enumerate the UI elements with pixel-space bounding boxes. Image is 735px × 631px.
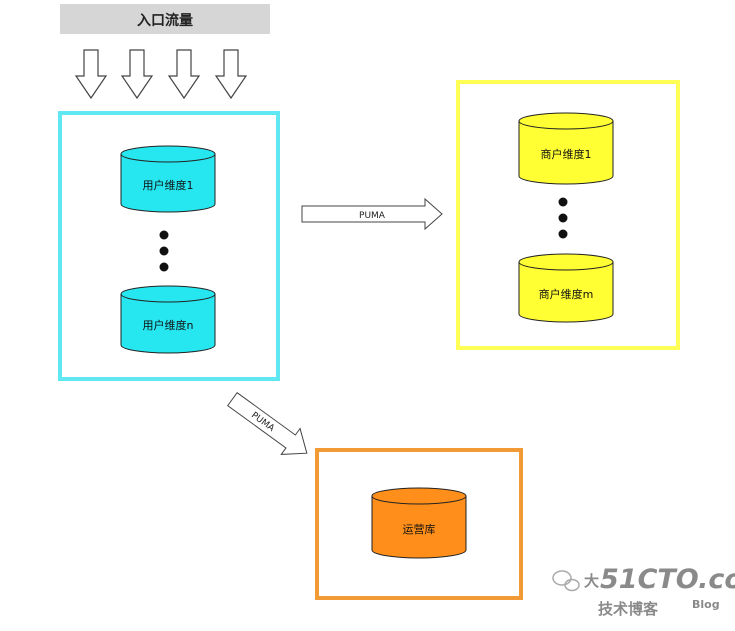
ops-group-frame <box>315 448 523 600</box>
down-arrow-icon <box>74 49 108 100</box>
puma-label-merchant: PUMA <box>359 211 386 221</box>
ops-db: 运营库 <box>371 487 467 559</box>
watermark-blog: Blog <box>692 598 720 611</box>
ellipsis-dot <box>558 213 568 223</box>
watermark-prefix: 大 <box>584 572 599 590</box>
user-dimension-group: 用户维度1 用户维度n <box>58 111 280 381</box>
diagonal-arrow-icon <box>227 391 308 455</box>
merchant-db-1-label: 商户维度1 <box>541 147 592 161</box>
puma-arrow-to-ops: PUMA <box>227 391 308 455</box>
ellipsis-dot <box>159 262 169 272</box>
merchant-db-1: 商户维度1 <box>518 112 614 185</box>
wechat-icon <box>552 570 580 592</box>
down-arrow-icon <box>167 49 201 100</box>
down-arrow-icon <box>120 49 154 100</box>
merchant-db-m-label: 商户维度m <box>539 287 594 301</box>
user-db-1: 用户维度1 <box>120 145 216 213</box>
puma-arrow-to-merchant: PUMA <box>301 197 443 231</box>
ops-db-label: 运营库 <box>403 522 436 536</box>
header-box <box>60 4 270 34</box>
merchant-db-m: 商户维度m <box>518 253 614 323</box>
merchant-group-frame <box>456 80 680 350</box>
entry-traffic-header: 入口流量 <box>60 4 270 34</box>
ellipsis-dot <box>159 246 169 256</box>
watermark-brand: 51CTO.com <box>600 564 735 595</box>
merchant-dimension-group: 商户维度1 商户维度m <box>456 80 680 350</box>
down-arrow-icon <box>214 49 248 100</box>
right-arrow-icon <box>301 197 443 231</box>
ellipsis-dot <box>159 230 169 240</box>
ellipsis-dot <box>558 197 568 207</box>
user-db-n: 用户维度n <box>120 285 216 354</box>
watermark: 大 51CTO.com 技术博客 Blog <box>552 564 735 618</box>
ops-group: 运营库 <box>315 448 523 600</box>
user-db-1-label: 用户维度1 <box>143 178 194 192</box>
traffic-arrows <box>74 49 248 100</box>
user-db-n-label: 用户维度n <box>143 318 194 332</box>
header-title: 入口流量 <box>137 12 193 29</box>
user-group-frame <box>58 111 280 381</box>
watermark-sub: 技术博客 <box>598 600 659 618</box>
ellipsis-dot <box>558 229 568 239</box>
